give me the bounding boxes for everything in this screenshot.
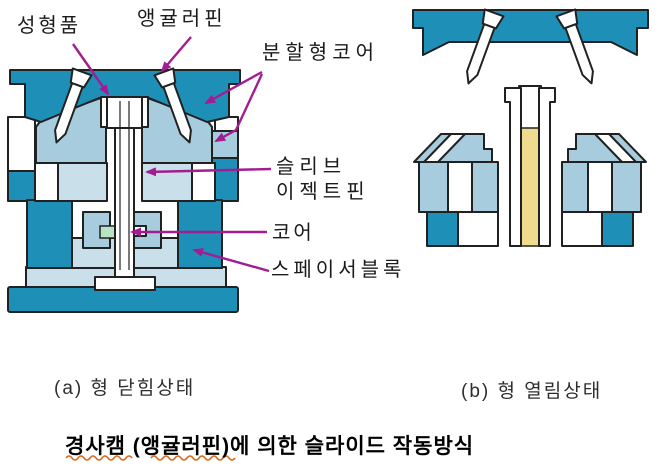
spellcheck-underline-1 (65, 455, 133, 461)
core-piece (99, 225, 116, 239)
arrow-sleeve-ejector (145, 167, 272, 177)
slide-base-right-teal (601, 211, 634, 247)
label-angular-pin: 앵귤러핀 (137, 8, 227, 30)
spacer-block-right (177, 199, 223, 269)
mid-block-right (141, 162, 193, 202)
sleeve-stem (114, 127, 135, 278)
diagram-mold-open (412, 8, 649, 247)
label-core: 코어 (272, 222, 315, 244)
left-wall-lower (7, 170, 36, 202)
arrow-molded-product (72, 43, 110, 96)
spellcheck-underline-2 (150, 455, 236, 461)
arrow-split-core-2 (214, 73, 264, 143)
mid-block-left (57, 162, 108, 202)
label-molded-product: 성형품 (17, 15, 82, 37)
slide-base-left-white (457, 211, 499, 247)
slide-body-right-1 (611, 161, 642, 213)
label-spacer-block: 스페이서블록 (271, 259, 406, 281)
mid-block-right-white (191, 162, 216, 202)
sleeve-inner-lines (119, 101, 130, 270)
spacer-block-left (26, 199, 73, 269)
slide-base-left-teal (426, 211, 459, 247)
left-wall-upper (7, 116, 36, 173)
slide-body-left-1 (418, 161, 449, 213)
figure-title: 경사캠 (앵귤러핀)에 의한 슬라이드 작동방식 (65, 435, 475, 458)
top-clamp-plate-open (412, 9, 649, 56)
slide-body-right-3 (561, 161, 589, 213)
arrow-split-core-1 (204, 70, 263, 105)
sleeve-half-left (504, 87, 522, 247)
mid-block-left-white (34, 162, 59, 202)
slide-body-right-2 (587, 161, 613, 213)
sleeve-gap (518, 85, 542, 131)
caption-open-state: (b) 형 열림상태 (461, 381, 603, 402)
ejector-tee-flange (94, 276, 156, 291)
slide-body-left-3 (471, 161, 499, 213)
slide-base-right-white (561, 211, 603, 247)
sleeve-half-right (538, 87, 556, 247)
molded-part-yellow (520, 127, 540, 247)
label-sleeve-ejector-line1: 슬리브 (276, 156, 347, 178)
label-sleeve-ejector-line2: 이젝트핀 (276, 181, 370, 203)
caption-closed-state: (a) 형 닫힘상태 (54, 378, 196, 399)
sleeve-flange-left (100, 96, 108, 128)
arrow-angular-pin (160, 36, 192, 73)
sleeve-top (106, 96, 143, 129)
arrow-spacer-block (192, 248, 270, 273)
label-split-core: 분할형코어 (262, 42, 379, 64)
sleeve-flange-right (141, 96, 149, 128)
label-arrows (72, 36, 272, 273)
diagram-mold-closed (7, 67, 241, 313)
slide-body-left-2 (447, 161, 473, 213)
